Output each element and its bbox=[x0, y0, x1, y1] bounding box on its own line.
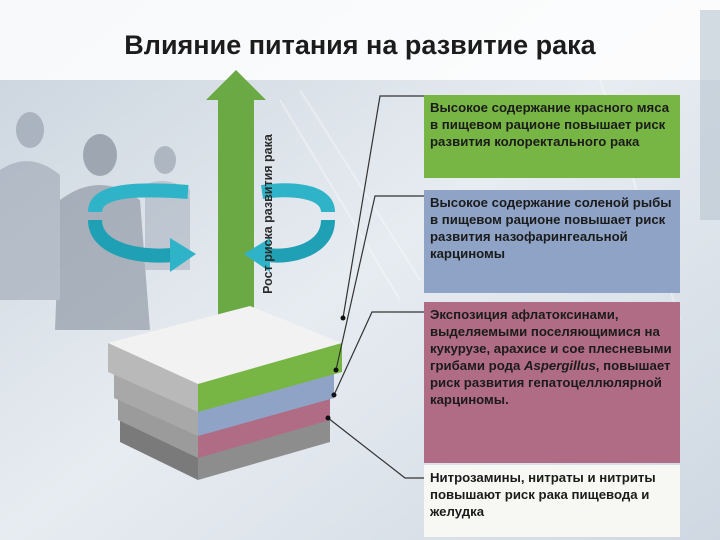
connector-dot bbox=[340, 315, 346, 321]
info-box-text: , повышает риск развития гепатоцеллюлярн… bbox=[430, 358, 671, 407]
info-box-text: Высокое содержание соленой рыбы в пищево… bbox=[430, 195, 672, 261]
slide-title: Влияние питания на развитие рака bbox=[124, 30, 596, 60]
circular-arrow-right-icon bbox=[244, 183, 335, 272]
connector-dot bbox=[333, 367, 339, 373]
connector-lines bbox=[327, 95, 424, 479]
risk-growth-label: Рост риска развития рака bbox=[261, 134, 275, 294]
info-box-text: Высокое содержание красного мяса в пищев… bbox=[430, 100, 670, 149]
info-box-red-meat: Высокое содержание красного мяса в пищев… bbox=[424, 95, 680, 178]
up-arrow-icon bbox=[206, 70, 266, 318]
info-box-text: Нитрозамины, нитраты и нитриты повышают … bbox=[430, 470, 656, 519]
info-box-italic-text: Aspergillus bbox=[523, 358, 596, 373]
connector-dot bbox=[325, 415, 331, 421]
info-box-text: Экспозиция афлатоксинами, выделяемыми по… bbox=[430, 307, 672, 373]
connector-dot bbox=[331, 392, 337, 398]
info-box-aflatoxins: Экспозиция афлатоксинами, выделяемыми по… bbox=[424, 302, 680, 463]
layer-green bbox=[108, 306, 342, 412]
info-box-nitrosamines: Нитрозамины, нитраты и нитриты повышают … bbox=[424, 465, 680, 537]
circular-arrow-left-icon bbox=[88, 183, 196, 272]
info-box-salted-fish: Высокое содержание соленой рыбы в пищево… bbox=[424, 190, 680, 293]
